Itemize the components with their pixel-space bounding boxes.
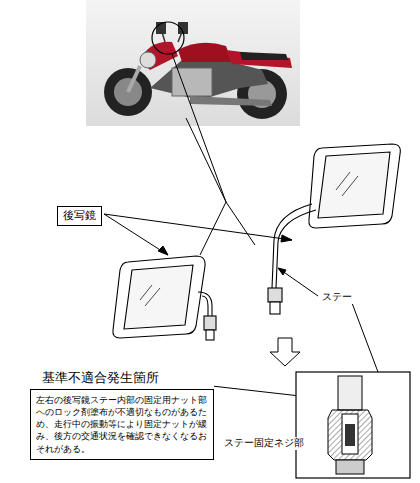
hollow-arrow	[270, 338, 300, 366]
part-label: ステー	[320, 290, 354, 304]
note-body: 左右の後写鏡ステー内部の固定用ナット部へのロック剤塗布が不適切なものがあるため、…	[30, 389, 214, 459]
mirror-left	[113, 256, 216, 340]
part-label: ステー固定ネジ部	[222, 437, 306, 450]
note-box: 基準不適合発生箇所左右の後写鏡ステー内部の固定用ナット部へのロック剤塗布が不適切…	[30, 370, 214, 460]
label-box: 後写鏡	[57, 206, 102, 226]
mirror-right	[268, 144, 400, 314]
cross-section-inset	[296, 372, 410, 478]
note-heading: 基準不適合発生箇所	[30, 370, 214, 389]
motorcycle-photo	[86, 0, 300, 126]
box-label: 後写鏡	[63, 209, 96, 223]
